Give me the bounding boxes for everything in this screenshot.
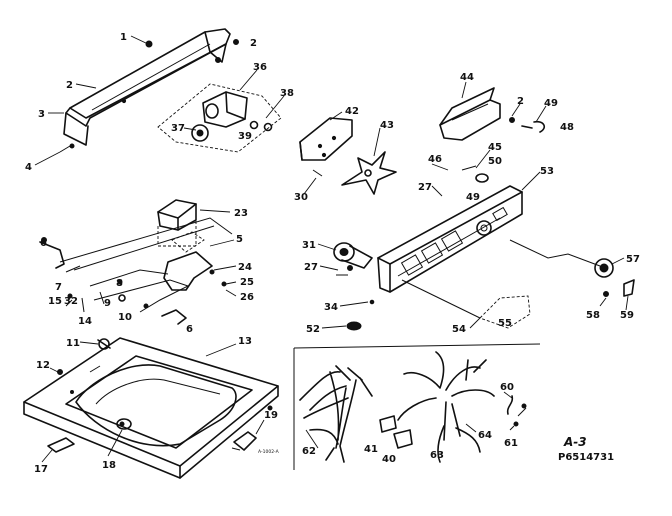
callout-60: 60 bbox=[500, 382, 514, 393]
callout-14: 14 bbox=[78, 316, 92, 327]
callout-2: 2 bbox=[66, 80, 73, 91]
callout-labels: 1 2 2 3 4 36 38 37 39 42 43 30 44 2 49 4… bbox=[25, 32, 640, 475]
callout-38: 38 bbox=[280, 88, 294, 99]
right-harness bbox=[509, 239, 635, 297]
wiring-harness-panel bbox=[293, 343, 541, 470]
console-trim-assembly bbox=[59, 28, 239, 153]
callout-42: 42 bbox=[345, 106, 359, 117]
top-cover bbox=[23, 337, 279, 479]
callout-8: 8 bbox=[116, 278, 123, 289]
callout-27: 27 bbox=[418, 182, 432, 193]
callout-27: 27 bbox=[304, 262, 318, 273]
callout-11: 11 bbox=[66, 338, 80, 349]
callout-48: 48 bbox=[560, 122, 574, 133]
callout-34: 34 bbox=[324, 302, 338, 313]
leader-lines bbox=[34, 35, 629, 463]
callout-46: 46 bbox=[428, 154, 442, 165]
pump-bracket-assembly bbox=[39, 199, 233, 325]
callout-44: 44 bbox=[460, 72, 474, 83]
callout-15: 15 bbox=[48, 296, 62, 307]
callout-31: 31 bbox=[302, 240, 316, 251]
callout-13: 13 bbox=[238, 336, 252, 347]
callout-30: 30 bbox=[294, 192, 308, 203]
callout-49: 49 bbox=[544, 98, 558, 109]
callout-43: 43 bbox=[380, 120, 394, 131]
callout-58: 58 bbox=[586, 310, 600, 321]
callout-40: 40 bbox=[382, 454, 396, 465]
callout-4: 4 bbox=[25, 162, 32, 173]
callout-59: 59 bbox=[620, 310, 634, 321]
callout-39: 39 bbox=[238, 131, 252, 142]
callout-64: 64 bbox=[478, 430, 492, 441]
small-print-code: A-1002-A bbox=[258, 449, 280, 455]
mounting-plate bbox=[346, 279, 531, 331]
callout-6: 6 bbox=[186, 324, 193, 335]
callout-52: 52 bbox=[306, 324, 320, 335]
callout-12: 12 bbox=[36, 360, 50, 371]
callout-55: 55 bbox=[498, 318, 512, 329]
callout-5: 5 bbox=[236, 234, 243, 245]
switch-knob-assembly bbox=[333, 242, 373, 276]
callout-45: 45 bbox=[488, 142, 502, 153]
callout-54: 54 bbox=[452, 324, 466, 335]
callout-9: 9 bbox=[104, 298, 111, 309]
timer-bracket-assembly bbox=[157, 83, 282, 153]
callout-10: 10 bbox=[118, 312, 132, 323]
control-panel bbox=[377, 185, 523, 293]
callout-41: 41 bbox=[364, 444, 378, 455]
page-stamp: A-3 bbox=[563, 435, 587, 449]
callout-23: 23 bbox=[234, 208, 248, 219]
callout-2: 2 bbox=[250, 38, 257, 49]
callout-7: 7 bbox=[55, 282, 62, 293]
callout-17: 17 bbox=[34, 464, 48, 475]
switch-bracket-assembly bbox=[299, 117, 397, 195]
callout-3: 3 bbox=[38, 109, 45, 120]
callout-32: 32 bbox=[64, 296, 78, 307]
drawing-code: P6514731 bbox=[558, 452, 614, 463]
callout-1: 1 bbox=[120, 32, 127, 43]
callout-26: 26 bbox=[240, 292, 254, 303]
callout-19: 19 bbox=[264, 410, 278, 421]
callout-36: 36 bbox=[253, 62, 267, 73]
callout-62: 62 bbox=[302, 446, 316, 457]
top-right-parts bbox=[439, 87, 546, 183]
callout-63: 63 bbox=[430, 450, 444, 461]
callout-37: 37 bbox=[171, 123, 185, 134]
callout-25: 25 bbox=[240, 277, 254, 288]
callout-49: 49 bbox=[466, 192, 480, 203]
callout-57: 57 bbox=[626, 254, 640, 265]
callout-53: 53 bbox=[540, 166, 554, 177]
callout-50: 50 bbox=[488, 156, 502, 167]
callout-61: 61 bbox=[504, 438, 518, 449]
callout-18: 18 bbox=[102, 460, 116, 471]
callout-2: 2 bbox=[517, 96, 524, 107]
callout-6: 6 bbox=[40, 238, 47, 249]
callout-24: 24 bbox=[238, 262, 252, 273]
